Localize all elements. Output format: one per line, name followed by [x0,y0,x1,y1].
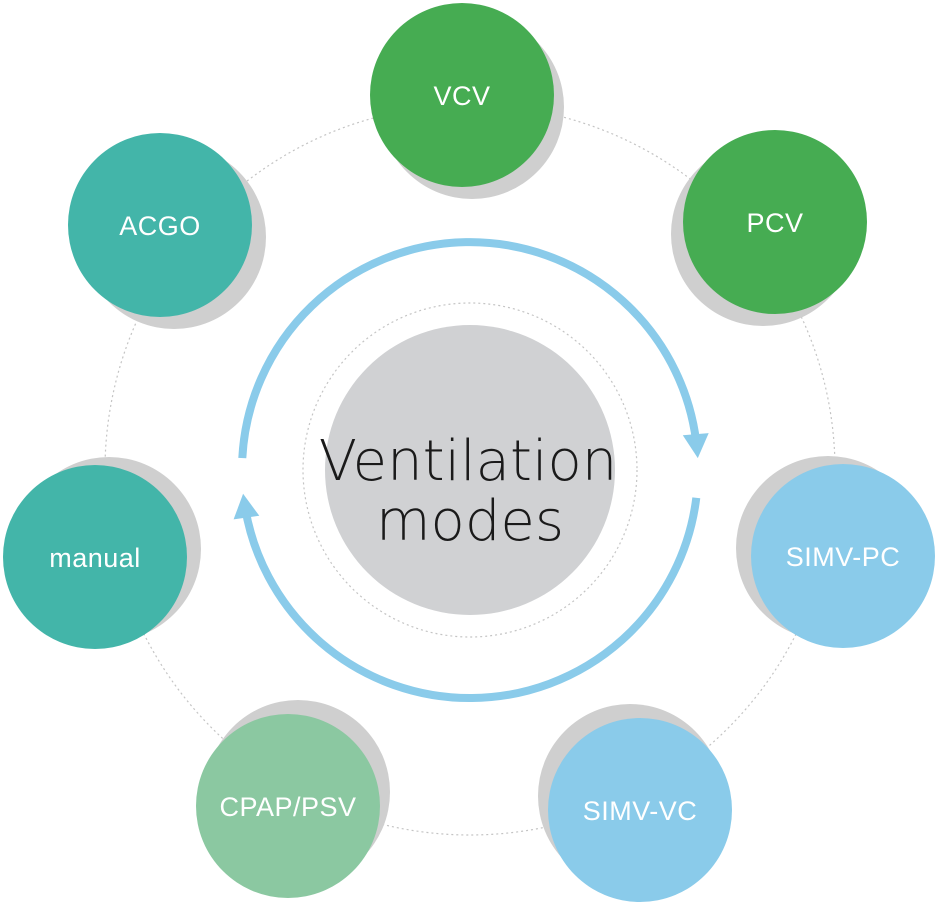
mode-node-label: CPAP/PSV [219,792,356,822]
mode-node-label: SIMV-VC [583,796,698,826]
mode-node-vcv[interactable]: VCV [370,3,564,199]
mode-node-label: PCV [746,208,803,238]
mode-node-circle[interactable] [751,464,935,648]
center-title-line1: Ventilation [319,429,618,494]
mode-node-circle[interactable] [196,714,380,898]
mode-node-label: SIMV-PC [786,542,901,572]
cycle-arc-1 [238,238,702,459]
center-title-line2: modes [376,489,564,554]
mode-node-circle[interactable] [548,718,732,902]
center-circle [325,325,615,615]
mode-node-circle[interactable] [370,3,554,187]
mode-node-circle[interactable] [683,130,867,314]
mode-node-label: ACGO [119,211,201,241]
mode-node-circle[interactable] [3,465,187,649]
arrowhead-2 [233,493,260,520]
cycle-arc-2 [240,497,701,703]
mode-node-cpap-psv[interactable]: CPAP/PSV [196,700,390,898]
mode-node-pcv[interactable]: PCV [671,130,867,326]
mode-node-simv-pc[interactable]: SIMV-PC [736,456,935,648]
inner-dotted-ring [302,302,638,638]
arrowhead-1 [682,433,709,459]
mode-node-simv-vc[interactable]: SIMV-VC [538,704,732,902]
mode-node-circle[interactable] [68,133,252,317]
cycle-arrows [233,238,709,703]
mode-nodes: VCV PCV SIMV-PC SIMV-VC CPAP/PSV manual ACGO [3,3,935,902]
mode-node-acgo[interactable]: ACGO [68,133,266,329]
mode-node-label: manual [49,543,141,573]
mode-node-label: VCV [433,81,490,111]
mode-node-manual[interactable]: manual [3,457,201,649]
